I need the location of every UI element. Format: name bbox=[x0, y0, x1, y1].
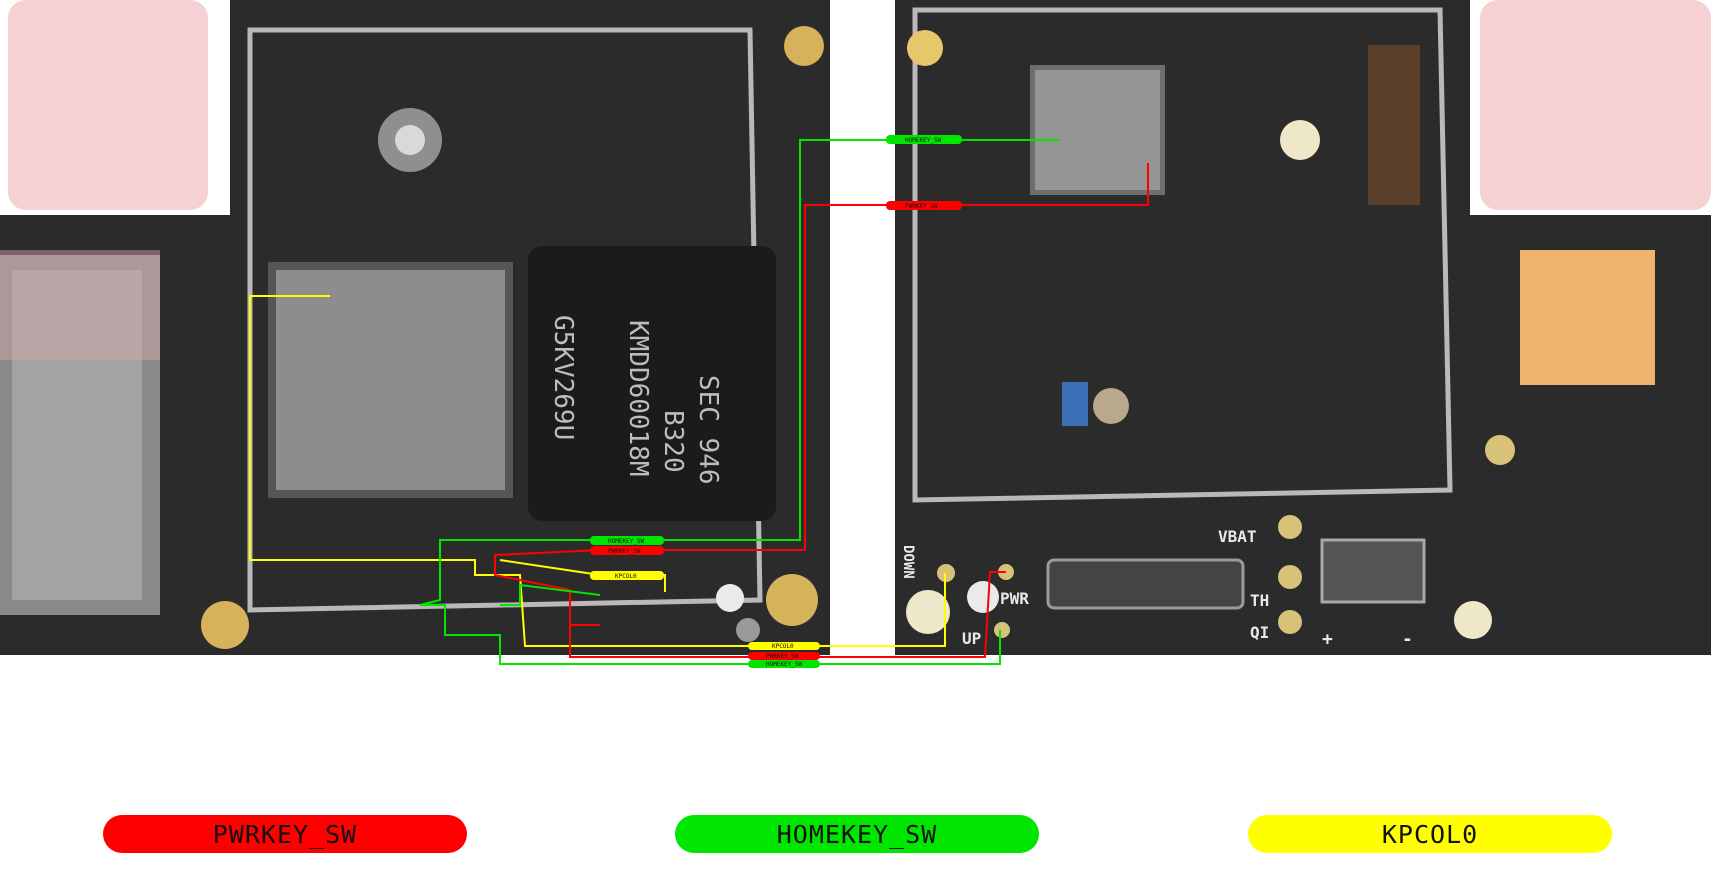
chip-line4: G5KV269U bbox=[548, 315, 578, 440]
board-connector bbox=[1368, 45, 1420, 205]
screw-pad bbox=[784, 26, 824, 66]
pad-block bbox=[1520, 250, 1655, 385]
legend-kpcol: KPCOL0 bbox=[1248, 815, 1612, 853]
silk-pwr: PWR bbox=[1000, 589, 1029, 608]
tag-kpcol-bottom-text: KPCOL0 bbox=[772, 643, 794, 650]
emmc-chip bbox=[528, 246, 776, 521]
screw-pad bbox=[201, 601, 249, 649]
silk-up: UP bbox=[962, 629, 981, 648]
tag-pwrkey-bottom bbox=[748, 652, 820, 660]
tag-kpcol-bottom bbox=[748, 642, 820, 650]
tag-pwrkey-mid-text: PWRKEY_SW bbox=[608, 548, 641, 555]
tag-homekey-mid-text: HOMEKEY_SW bbox=[608, 538, 645, 545]
test-pad-up bbox=[994, 622, 1010, 638]
fpc-connector bbox=[1046, 558, 1245, 610]
screw-pad bbox=[766, 574, 818, 626]
tag-homekey-mid bbox=[590, 536, 664, 545]
tag-homekey-bottom-text: HOMEKEY_SW bbox=[766, 661, 803, 668]
legend-kpcol-label: KPCOL0 bbox=[1381, 819, 1479, 849]
silk-vbat: VBAT bbox=[1218, 527, 1257, 546]
mount-pad bbox=[1280, 120, 1320, 160]
silk-th: TH bbox=[1250, 591, 1269, 610]
silk-plus: + bbox=[1322, 629, 1333, 650]
tag-pwrkey-bottom-text: PWRKEY_SW bbox=[766, 653, 799, 660]
silkscreen: VBAT PWR UP DOWN TH QI + - bbox=[900, 527, 1413, 650]
shield-frame bbox=[912, 7, 1453, 503]
tag-homekey-top-text: HOMEKEY_SW bbox=[905, 137, 942, 144]
legend-pwrkey-label: PWRKEY_SW bbox=[212, 819, 358, 849]
tag-pwrkey-mid bbox=[590, 546, 664, 555]
tag-homekey-top bbox=[886, 135, 962, 144]
trace-pwrkey bbox=[494, 163, 1149, 658]
tag-homekey-bottom bbox=[748, 660, 820, 668]
right-board: VBAT PWR UP DOWN TH QI + - bbox=[895, 0, 1711, 655]
silk-qi: QI bbox=[1250, 623, 1269, 642]
legend-pwrkey: PWRKEY_SW bbox=[103, 815, 467, 853]
chip-line3: KMDD60018M bbox=[623, 320, 653, 477]
silk-minus: - bbox=[1402, 629, 1413, 650]
tag-kpcol-mid-text: KPCOL0 bbox=[615, 573, 637, 580]
blue-component bbox=[1062, 382, 1088, 426]
emmc-marking: SEC 946 B320 KMDD60018M G5KV269U bbox=[548, 315, 723, 485]
tag-kpcol-mid bbox=[590, 571, 664, 580]
battery-connector bbox=[1320, 538, 1426, 604]
trace-homekey bbox=[419, 139, 1060, 665]
legend-homekey-label: HOMEKEY_SW bbox=[776, 819, 938, 849]
tag-pwrkey-top bbox=[886, 201, 962, 210]
tag-pwrkey-top-text: PWRKEY_SW bbox=[905, 203, 938, 210]
chip-line2: B320 bbox=[658, 410, 688, 473]
silk-down: DOWN bbox=[900, 545, 916, 579]
left-board: SEC 946 B320 KMDD60018M G5KV269U bbox=[0, 0, 830, 655]
chip-line1: SEC 946 bbox=[693, 375, 723, 485]
trace-tags: HOMEKEY_SW PWRKEY_SW HOMEKEY_SW PWRKEY_S… bbox=[590, 135, 962, 668]
legend-homekey: HOMEKEY_SW bbox=[675, 815, 1039, 853]
